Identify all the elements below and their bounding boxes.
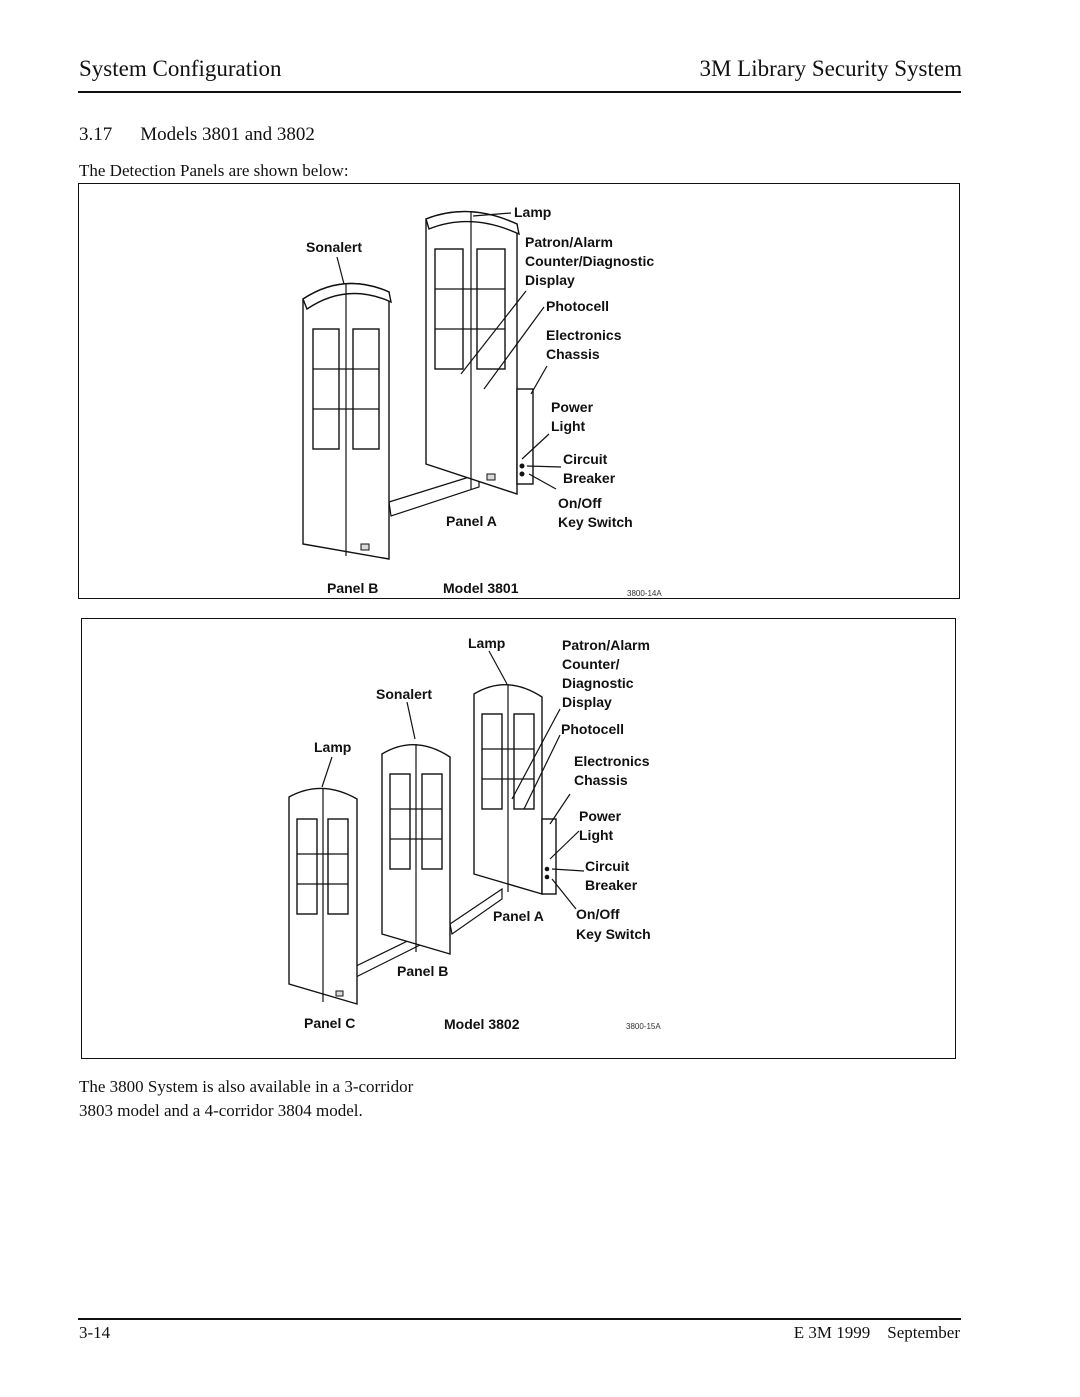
panel-b2-drawing <box>381 744 451 955</box>
section-title: Models 3801 and 3802 <box>140 124 315 145</box>
floor-crossbar-2 <box>449 887 503 936</box>
fig2-label-lamp-a: Lamp <box>468 635 505 651</box>
fig1-label-model: Model 3801 <box>443 580 519 596</box>
figure-3802-drawing: Lamp Patron/Alarm Counter/ Diagnostic Di… <box>288 635 661 1032</box>
panel-b-drawing <box>302 282 392 560</box>
fig1-label-power-1: Power <box>551 399 594 415</box>
fig1-label-power-2: Light <box>551 418 586 434</box>
footer-right-text: E 3M 1999 September <box>793 1323 960 1342</box>
footer-rule <box>78 1318 961 1320</box>
section-heading: 3.17 Models 3801 and 3802 <box>79 124 315 146</box>
fig1-label-code: 3800-14A <box>627 589 662 598</box>
figure-model-3802: Lamp Patron/Alarm Counter/ Diagnostic Di… <box>81 618 956 1059</box>
fig1-label-photocell: Photocell <box>546 298 609 314</box>
fig2-label-sonalert: Sonalert <box>376 686 432 702</box>
fig2-label-circuit-1: Circuit <box>585 858 630 874</box>
fig2-label-power-2: Light <box>579 827 614 843</box>
fig1-label-onoff-2: Key Switch <box>558 514 633 530</box>
floor-crossbar <box>388 473 480 517</box>
closing-line-2: 3803 model and a 4-corridor 3804 model. <box>79 1101 363 1120</box>
header-right-title: 3M Library Security System <box>699 56 962 81</box>
header-left-title: System Configuration <box>79 56 282 81</box>
footer-page-number: 3-14 <box>79 1323 111 1342</box>
fig2-label-electronics-2: Chassis <box>574 772 628 788</box>
fig1-label-patron-1: Patron/Alarm <box>525 234 613 250</box>
fig2-label-patron-3: Diagnostic <box>562 675 634 691</box>
fig1-label-patron-2: Counter/Diagnostic <box>525 253 654 269</box>
fig2-label-lamp-c: Lamp <box>314 739 351 755</box>
fig1-label-patron-3: Display <box>525 272 575 288</box>
section-number: 3.17 <box>79 124 113 145</box>
fig2-label-onoff-1: On/Off <box>576 906 620 922</box>
fig2-label-panel-a: Panel A <box>493 908 544 924</box>
fig2-label-patron-2: Counter/ <box>562 656 620 672</box>
figure-3801-drawing: Lamp Sonalert Patron/Alarm Counter/Diagn… <box>302 204 662 598</box>
fig2-label-model: Model 3802 <box>444 1016 520 1032</box>
fig2-label-panel-b: Panel B <box>397 963 448 979</box>
fig1-label-panel-b: Panel B <box>327 580 378 596</box>
fig2-label-patron-4: Display <box>562 694 612 710</box>
fig2-label-photocell: Photocell <box>561 721 624 737</box>
fig1-label-lamp: Lamp <box>514 204 551 220</box>
panel-a-drawing <box>425 210 534 495</box>
closing-line-1: The 3800 System is also available in a 3… <box>79 1077 414 1096</box>
intro-text: The Detection Panels are shown below: <box>79 161 349 180</box>
panel-c-drawing <box>288 787 358 1005</box>
closing-paragraph: The 3800 System is also available in a 3… <box>79 1075 413 1123</box>
fig1-label-onoff-1: On/Off <box>558 495 602 511</box>
panel-a2-drawing <box>473 684 557 895</box>
fig2-label-circuit-2: Breaker <box>585 877 638 893</box>
fig2-label-power-1: Power <box>579 808 622 824</box>
fig1-label-circuit-2: Breaker <box>563 470 616 486</box>
fig1-label-panel-a: Panel A <box>446 513 497 529</box>
fig2-label-panel-c: Panel C <box>304 1015 355 1031</box>
fig1-label-circuit-1: Circuit <box>563 451 608 467</box>
fig2-label-electronics-1: Electronics <box>574 753 650 769</box>
figure-model-3801: Lamp Sonalert Patron/Alarm Counter/Diagn… <box>78 183 960 599</box>
fig1-label-electronics-2: Chassis <box>546 346 600 362</box>
fig1-label-sonalert: Sonalert <box>306 239 362 255</box>
fig2-label-code: 3800-15A <box>626 1022 661 1031</box>
fig2-label-patron-1: Patron/Alarm <box>562 637 650 653</box>
fig1-label-electronics-1: Electronics <box>546 327 622 343</box>
header-rule <box>78 91 961 93</box>
fig2-label-onoff-2: Key Switch <box>576 926 651 942</box>
